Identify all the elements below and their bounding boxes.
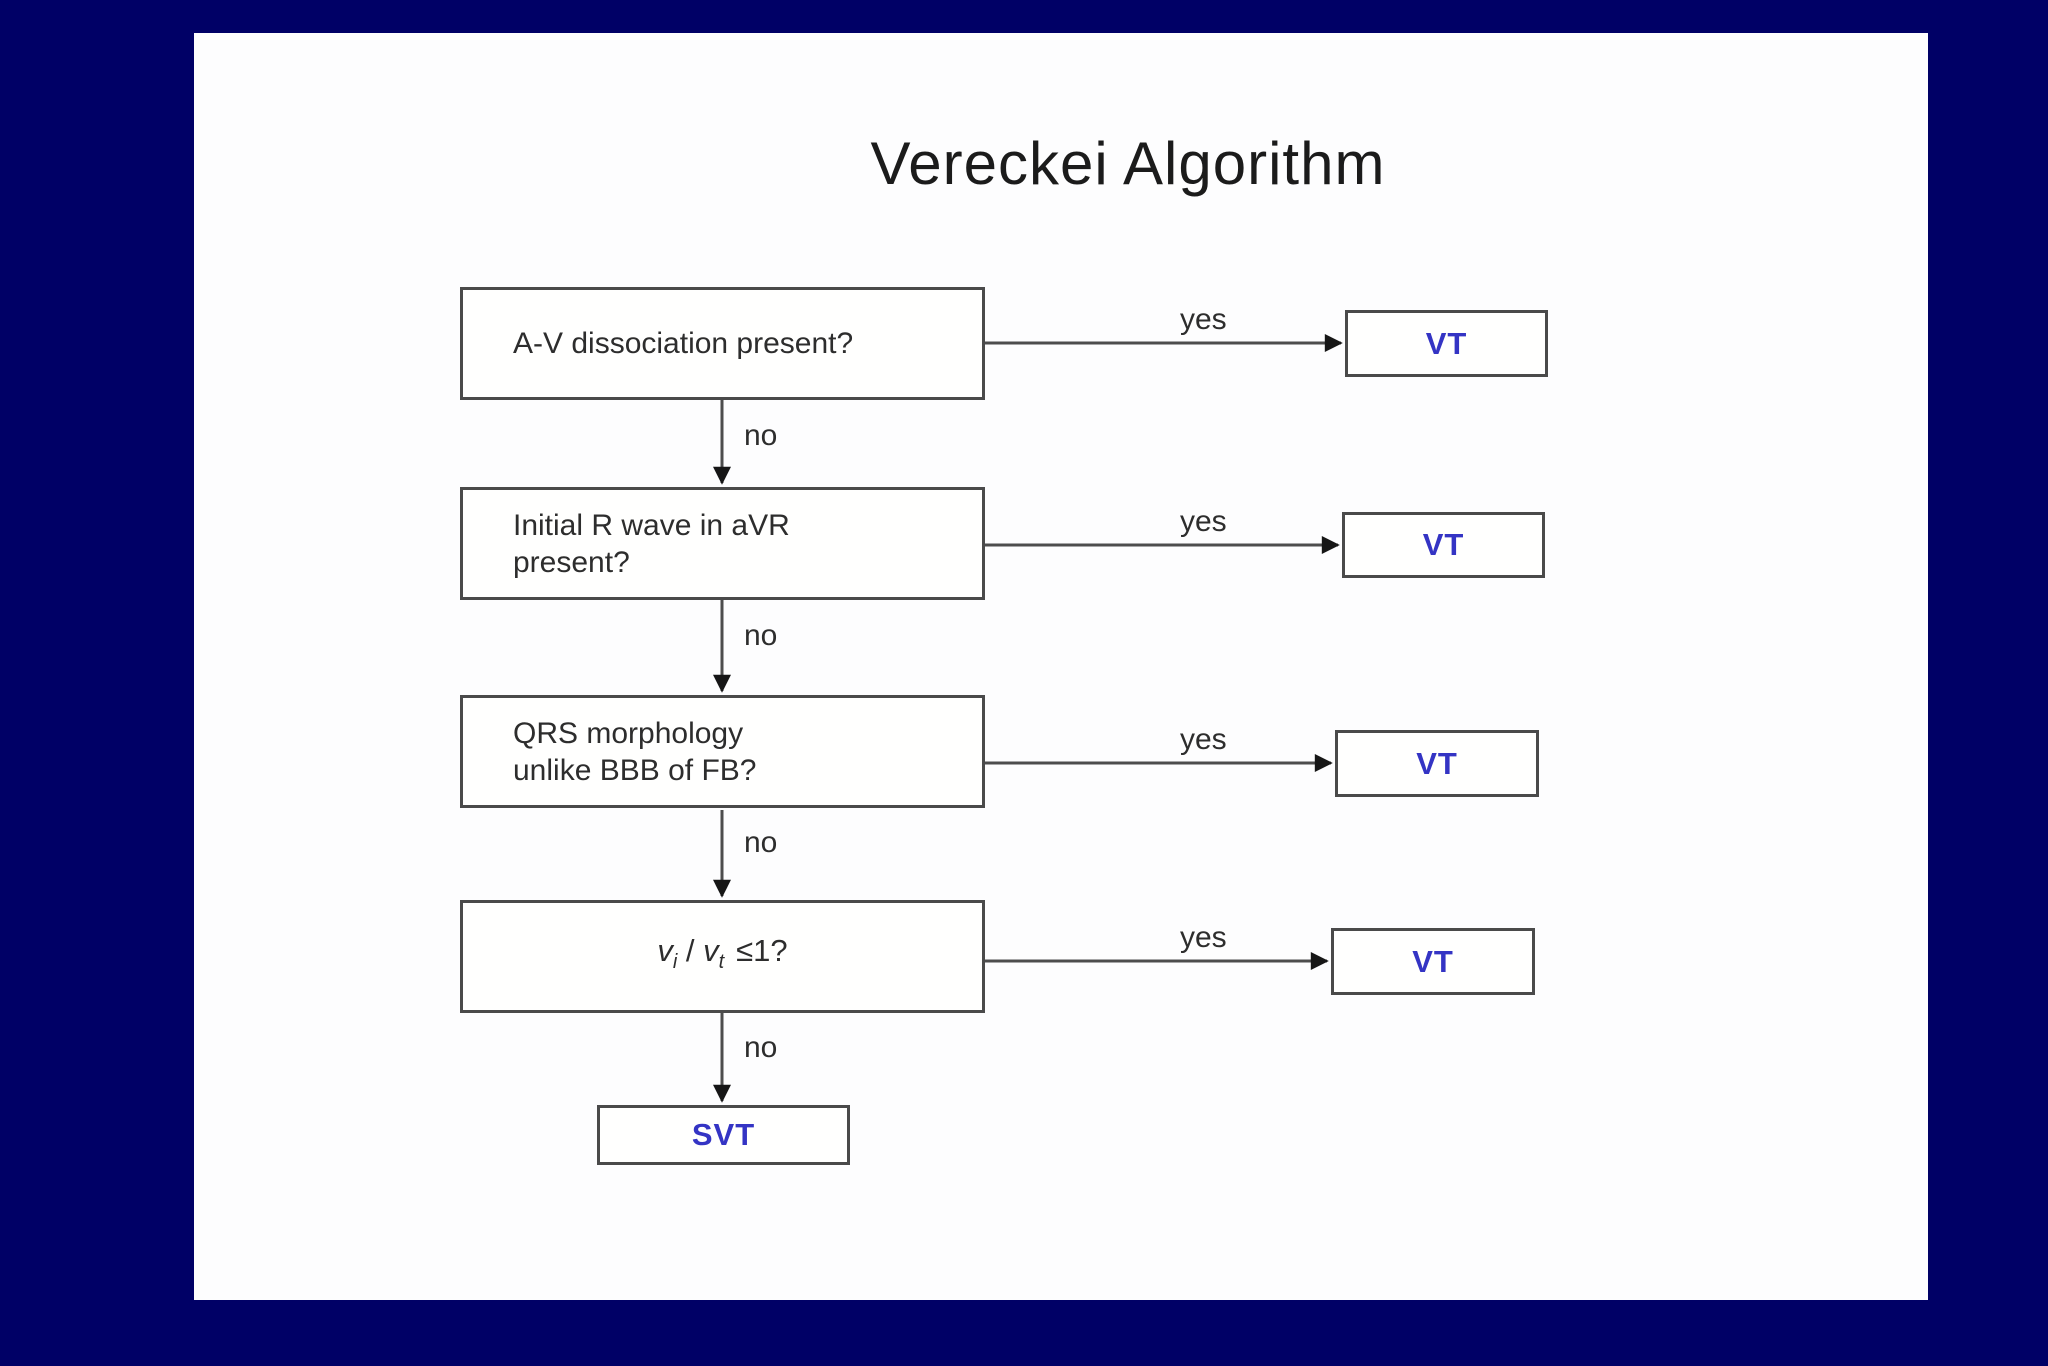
question-text-line: QRS morphology — [513, 716, 744, 750]
vi-vt-formula: vi / vt≤1? — [657, 932, 787, 981]
outcome-box-vt-1: VT — [1345, 310, 1548, 377]
edge-label-yes-4: yes — [1180, 921, 1227, 954]
question-box-initial-r-wave: Initial R wave in aVR present? — [460, 487, 985, 600]
question-text-line: A-V dissociation present? — [513, 327, 854, 360]
formula-v1: v — [657, 932, 673, 968]
page-title: Vereckei Algorithm — [870, 130, 1386, 197]
edge-label-yes-1: yes — [1180, 303, 1227, 336]
question-box-av-dissociation: A-V dissociation present? — [460, 287, 985, 400]
edge-label-no-3: no — [744, 826, 778, 859]
outcome-box-vt-3: VT — [1335, 730, 1539, 797]
edge-label-no-2: no — [744, 619, 778, 652]
formula-v2: v — [703, 932, 719, 968]
edge-label-no-4: no — [744, 1031, 778, 1064]
outcome-box-vt-4: VT — [1331, 928, 1535, 995]
slide: Vereckei Algorithm A-V dissociation pres… — [194, 33, 1928, 1300]
formula-slash: / — [677, 932, 704, 968]
question-text-line: present? — [513, 545, 630, 579]
question-text-line: unlike BBB of FB? — [513, 753, 757, 787]
question-text-line: Initial R wave in aVR — [513, 508, 790, 542]
flowchart-arrows — [713, 334, 1343, 1103]
edge-label-yes-2: yes — [1180, 505, 1227, 538]
formula-condition: ≤1? — [736, 932, 788, 968]
question-box-vi-vt-ratio: vi / vt≤1? — [460, 900, 985, 1013]
edge-label-yes-3: yes — [1180, 723, 1227, 756]
formula-sub-i: i — [672, 951, 678, 974]
outcome-box-svt: SVT — [597, 1105, 850, 1165]
outcome-box-vt-2: VT — [1342, 512, 1545, 578]
edge-label-no-1: no — [744, 419, 778, 452]
formula-sub-t: t — [718, 951, 725, 974]
question-box-qrs-morphology: QRS morphology unlike BBB of FB? — [460, 695, 985, 808]
